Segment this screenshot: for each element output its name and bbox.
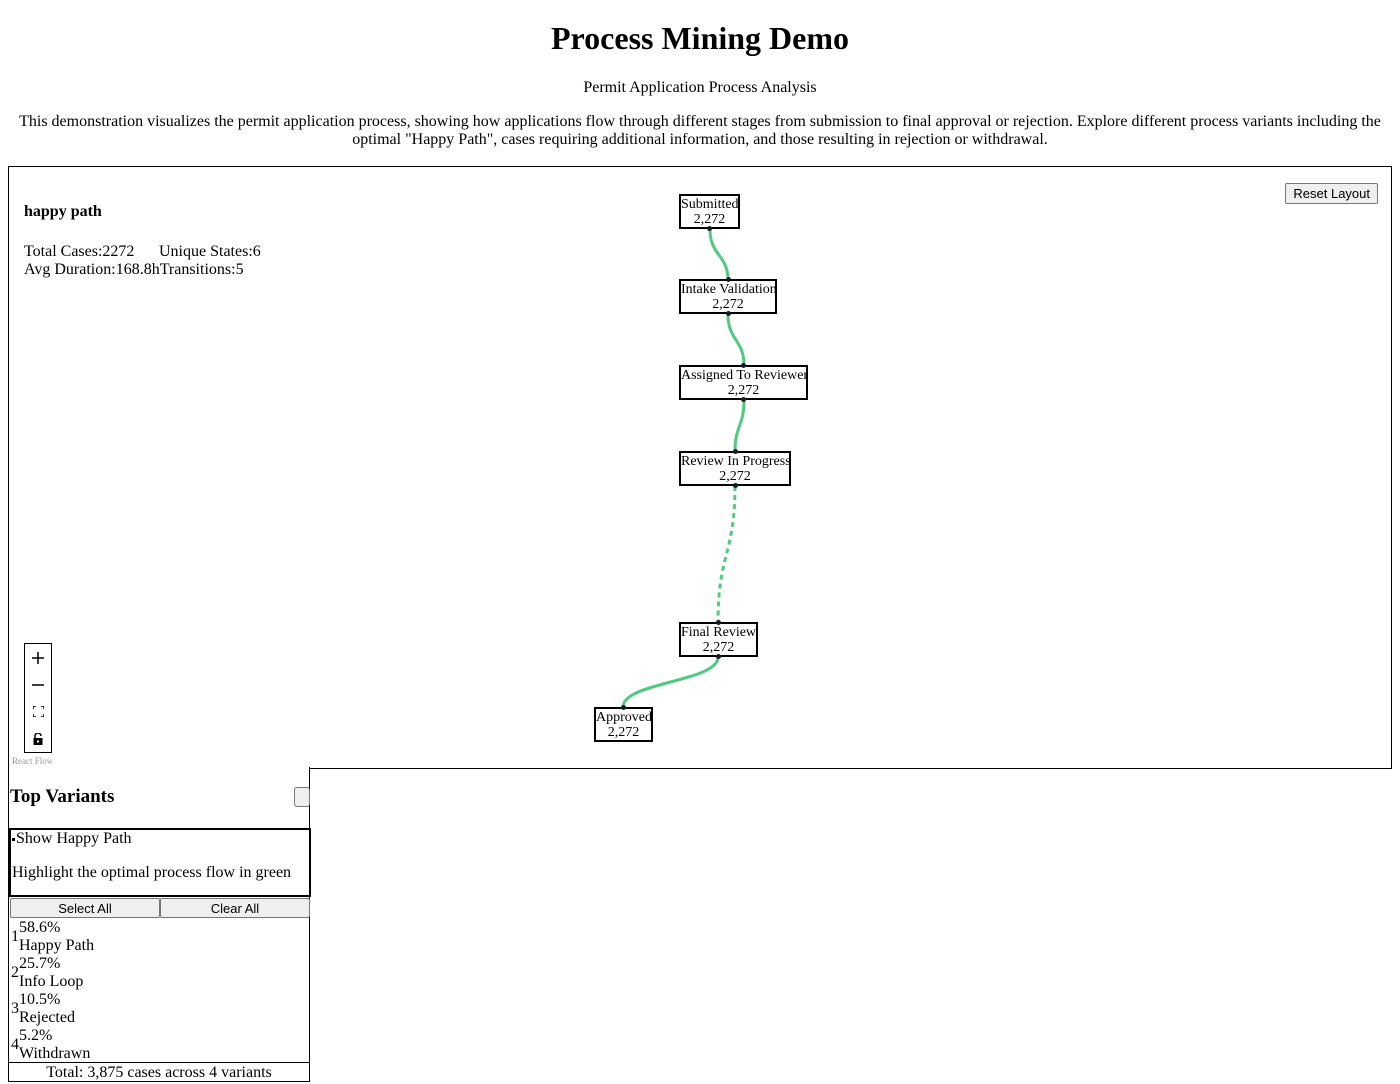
variant-item-rejected[interactable]: 3 10.5% Rejected	[10, 991, 310, 1027]
reset-layout-button[interactable]: Reset Layout	[1285, 183, 1378, 204]
node-label: Approved	[596, 710, 652, 725]
variant-rank: 3	[11, 1000, 19, 1017]
node-count: 2,272	[607, 725, 640, 740]
node-handle[interactable]	[725, 277, 731, 282]
total-cases-stat: Total Cases:2272	[24, 243, 135, 260]
variant-title: happy path	[24, 203, 102, 220]
happy-path-label: Show Happy Path	[16, 830, 132, 847]
variant-name: Info Loop	[19, 973, 84, 990]
node-count: 2,272	[693, 212, 726, 227]
variant-item-withdrawn[interactable]: 4 5.2% Withdrawn	[10, 1027, 310, 1063]
variant-name: Withdrawn	[19, 1045, 91, 1062]
variant-item-info-loop[interactable]: 2 25.7% Info Loop	[10, 955, 310, 991]
flow-node-intake-validation[interactable]: Intake Validation 2,272	[679, 277, 777, 316]
happy-path-description: Highlight the optimal process flow in gr…	[12, 864, 292, 881]
node-label: Assigned To Reviewer	[681, 368, 809, 383]
node-handle[interactable]	[725, 311, 731, 316]
zoom-out-button[interactable]	[25, 671, 51, 698]
zoom-in-icon	[32, 651, 44, 664]
flow-node-approved[interactable]: Approved 2,272	[594, 705, 653, 742]
variant-name: Happy Path	[19, 937, 95, 954]
flow-edge[interactable]	[733, 399, 746, 452]
happy-path-toggle[interactable]: Show Happy Path	[12, 830, 132, 848]
node-count: 2,272	[719, 469, 751, 484]
node-handle[interactable]	[621, 705, 626, 710]
node-handle[interactable]	[741, 363, 746, 368]
unique-states-stat: Unique States:6	[159, 243, 261, 260]
flow-edge[interactable]	[726, 314, 746, 366]
variant-rank: 1	[11, 928, 19, 945]
flow-edge[interactable]	[716, 485, 737, 623]
flow-node-review-in-progress[interactable]: Review In Progress 2,272	[679, 449, 791, 488]
page-description: This demonstration visualizes the permit…	[19, 113, 1381, 148]
variants-panel: Top Variants Show Happy Path Highlight t…	[8, 767, 311, 1082]
node-handle[interactable]	[732, 449, 738, 454]
variant-rank: 2	[11, 964, 19, 981]
node-count: 2,272	[727, 383, 760, 398]
page-subtitle: Permit Application Process Analysis	[583, 79, 817, 96]
collapse-toggle[interactable]	[294, 787, 310, 807]
node-count: 2,272	[702, 640, 735, 655]
node-handle[interactable]	[716, 654, 721, 659]
node-handle[interactable]	[741, 397, 746, 402]
flow-node-submitted[interactable]: Submitted 2,272	[679, 194, 740, 231]
variant-actions: Select All Clear All	[10, 898, 310, 918]
node-label: Submitted	[681, 197, 739, 212]
checkbox-icon[interactable]	[12, 837, 15, 841]
node-handle[interactable]	[716, 620, 721, 625]
happy-path-section: Show Happy Path Highlight the optimal pr…	[9, 828, 311, 897]
lock-icon	[33, 732, 43, 745]
variant-percent: 58.6%	[19, 919, 61, 936]
page-title: Process Mining Demo	[550, 20, 850, 56]
flow-node-assigned-to-reviewer[interactable]: Assigned To Reviewer 2,272	[679, 363, 809, 402]
node-label: Intake Validation	[681, 282, 777, 297]
flow-controls	[24, 643, 52, 753]
node-handle[interactable]	[732, 483, 738, 488]
variant-stats: Total Cases:2272 Unique States:6 Avg Dur…	[24, 243, 261, 279]
select-all-button[interactable]: Select All	[10, 898, 160, 918]
react-flow-attribution[interactable]: React Flow	[12, 756, 54, 766]
flow-edges	[621, 229, 746, 708]
clear-all-button[interactable]: Clear All	[160, 898, 310, 918]
flow-node-final-review[interactable]: Final Review 2,272	[679, 620, 758, 659]
variant-item-happy-path[interactable]: 1 58.6% Happy Path	[10, 919, 310, 955]
flow-edge[interactable]	[621, 656, 720, 708]
variants-footer: Total: 3,875 cases across 4 variants	[9, 1062, 309, 1082]
zoom-in-button[interactable]	[25, 644, 51, 671]
lock-button[interactable]	[25, 725, 51, 752]
flow-edge[interactable]	[708, 229, 730, 281]
avg-duration-stat: Avg Duration:168.8h	[24, 261, 160, 278]
variant-percent: 10.5%	[19, 991, 61, 1008]
node-count: 2,272	[712, 297, 744, 312]
panel-title: Top Variants	[10, 786, 115, 807]
variant-rank: 4	[11, 1036, 19, 1053]
node-label: Review In Progress	[681, 454, 791, 469]
variant-list: 1 58.6% Happy Path 2 25.7% Info Loop 3 1…	[10, 919, 310, 1063]
variant-percent: 5.2%	[19, 1027, 53, 1044]
zoom-out-icon	[32, 683, 44, 686]
flow-canvas[interactable]: Submitted 2,272 Intake Validation 2,272 …	[8, 166, 1392, 769]
node-label: Final Review	[681, 625, 757, 640]
fit-view-button[interactable]	[25, 698, 51, 725]
node-handle[interactable]	[707, 226, 712, 231]
fit-view-icon	[32, 706, 44, 717]
transitions-stat: Transitions:5	[159, 261, 244, 278]
variant-percent: 25.7%	[19, 955, 61, 972]
variant-name: Rejected	[19, 1009, 75, 1026]
